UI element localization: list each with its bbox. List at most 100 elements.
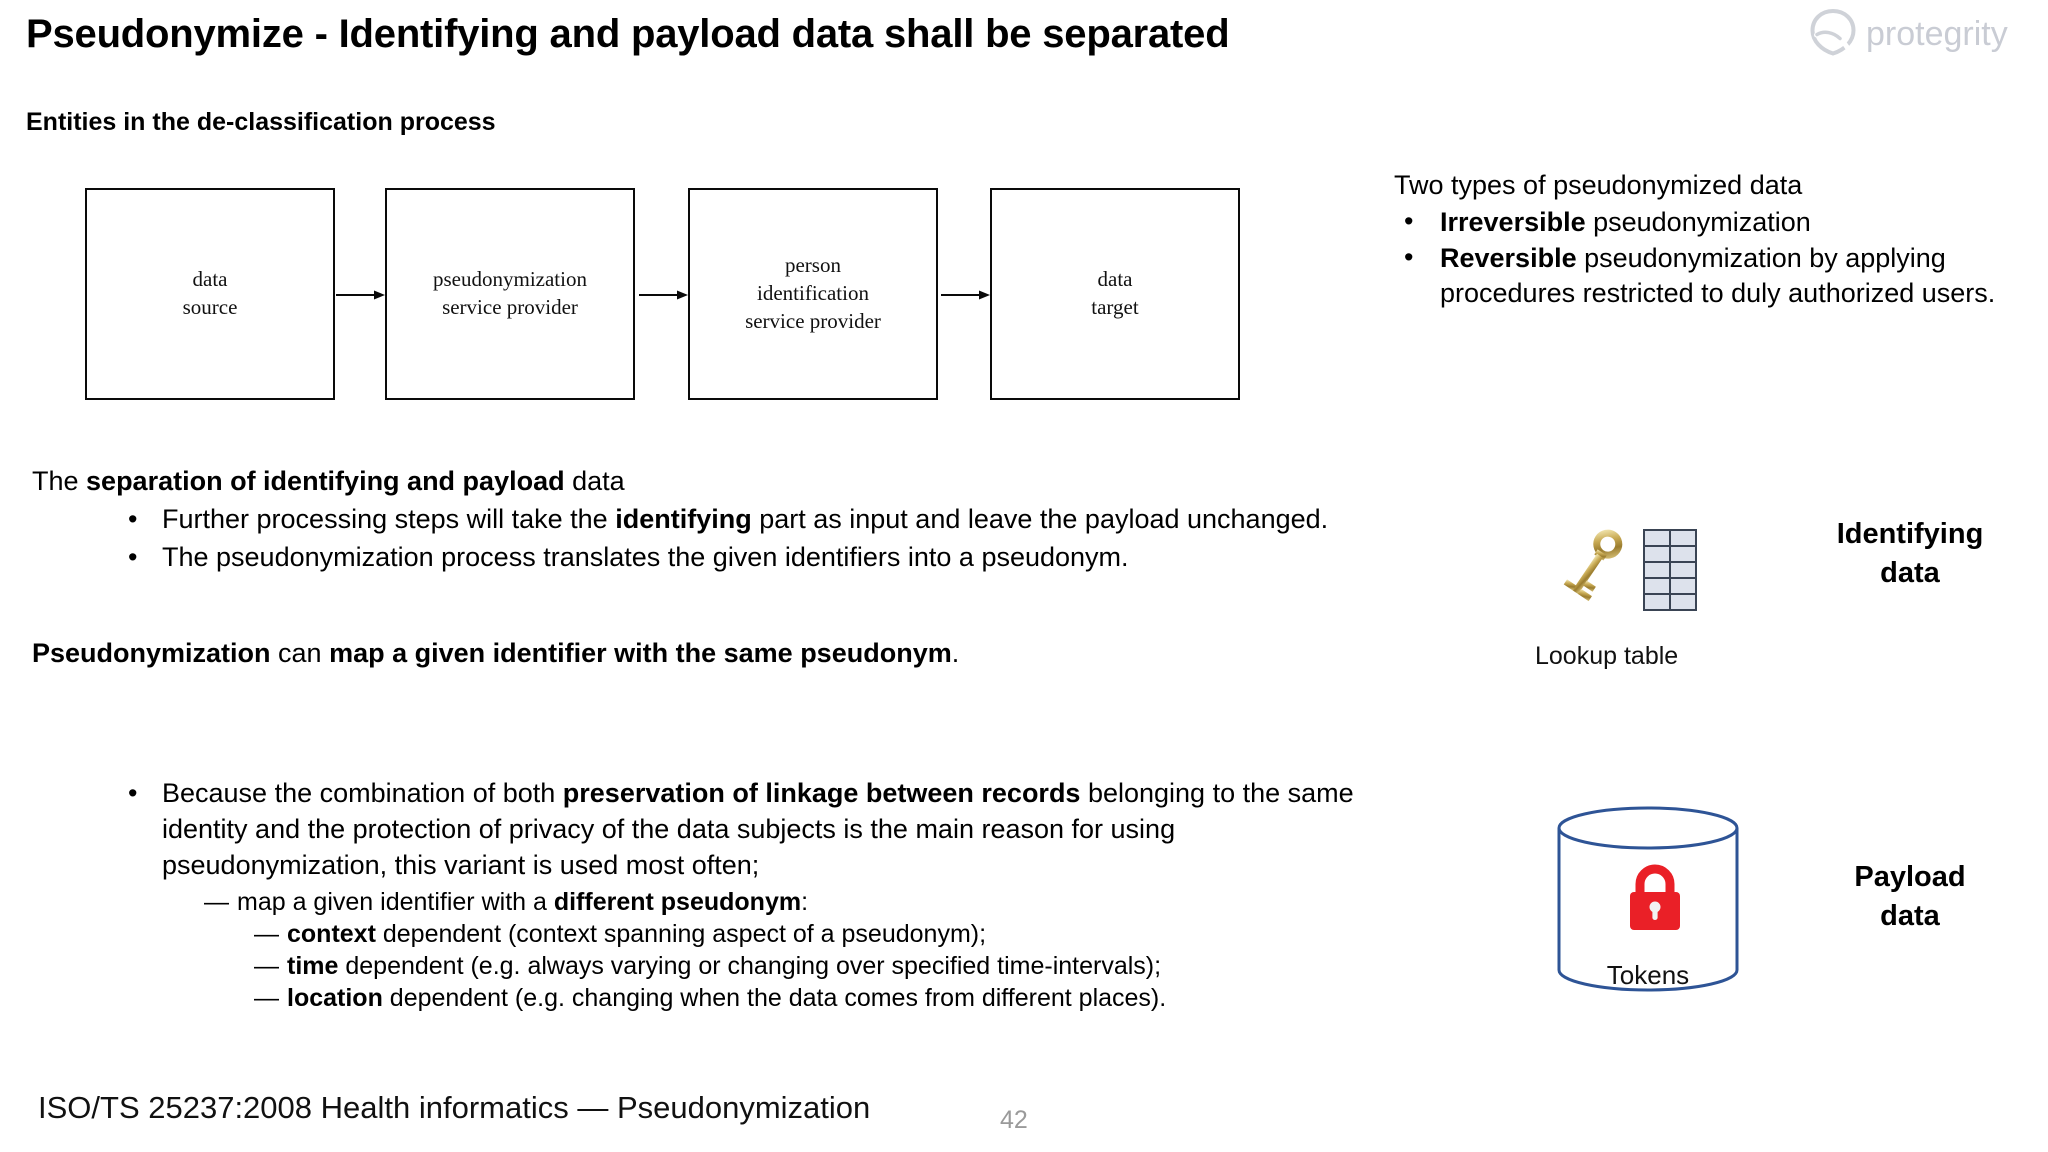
list-item-emphasis: identifying <box>615 503 752 534</box>
list-item-text: Further processing steps will take the <box>162 503 616 534</box>
flow-box-person-identification-service-provider: person identification service provider <box>688 188 938 400</box>
protegrity-logo: protegrity <box>1808 6 2036 62</box>
list-item: • The pseudonymization process translates… <box>32 542 1372 574</box>
separation-lead-emphasis: separation of identifying and payload <box>86 466 565 496</box>
table-cell <box>1671 579 1695 593</box>
map-line-list: — map a given identifier with a different… <box>32 886 1402 919</box>
table-cell <box>1671 563 1695 577</box>
list-item: — map a given identifier with a different… <box>204 886 1402 919</box>
pseudonymized-types-block: Two types of pseudonymized data •Irrever… <box>1394 168 2014 312</box>
protegrity-shield-icon <box>1808 7 1858 62</box>
table-cell <box>1645 579 1669 593</box>
mapping-statement-text: can <box>270 638 330 668</box>
list-item: — context dependent (context spanning asp… <box>254 918 1402 950</box>
list-item-text: The pseudonymization process translates … <box>162 541 1129 572</box>
identifying-data-label: Identifying data <box>1785 515 2035 592</box>
separation-list: •Further processing steps will take the … <box>32 504 1372 574</box>
table-cell <box>1671 595 1695 609</box>
flow-box-label-line: data <box>1097 267 1133 292</box>
list-item-text: : <box>801 887 809 916</box>
key-icon <box>1553 523 1629 620</box>
payload-data-label: Payload data <box>1785 858 2035 935</box>
flow-box-label-line: pseudonymization <box>433 267 587 292</box>
list-item-text: map a given identifier with a <box>237 887 554 916</box>
payload-data-label-line: data <box>1880 899 1940 932</box>
lock-icon <box>1624 862 1686 939</box>
dash-glyph: — <box>254 984 279 1013</box>
separation-lead-pre: The <box>32 466 87 496</box>
payload-data-group: Tokens Payload data <box>1535 800 2035 992</box>
table-cell <box>1671 531 1695 545</box>
bullet-glyph: • <box>1404 206 1414 237</box>
page-title: Pseudonymize - Identifying and payload d… <box>26 12 1230 56</box>
lookup-table-caption: Lookup table <box>1535 642 1679 670</box>
tokens-caption: Tokens <box>1606 960 1690 990</box>
list-item-emphasis: different pseudonym <box>553 887 802 916</box>
flow-box-data-source: data source <box>85 188 335 400</box>
reason-pre: Because the combination of both <box>162 778 563 808</box>
flow-box-label-line: service provider <box>442 295 578 319</box>
list-item-text: pseudonymization by applying procedures … <box>1440 243 1996 309</box>
dash-glyph: — <box>254 920 279 949</box>
list-item: — time dependent (e.g. always varying or … <box>254 950 1402 982</box>
dash-glyph: — <box>254 952 279 981</box>
list-item-text: pseudonymization <box>1585 207 1811 238</box>
list-item: •Further processing steps will take the … <box>32 504 1372 536</box>
dash-glyph: — <box>204 887 229 916</box>
flow-box-label-line: service provider <box>745 308 881 333</box>
flow-box-label-line: identification <box>757 281 869 306</box>
list-item-text: dependent (context spanning aspect of a … <box>375 920 987 949</box>
list-item: •Irreversible pseudonymization <box>1394 205 2014 240</box>
list-item-emphasis: location <box>287 984 383 1013</box>
separation-lead: The separation of identifying and payloa… <box>32 466 1372 498</box>
flow-box-label-line: target <box>1091 295 1139 319</box>
list-item-emphasis: context <box>287 920 376 949</box>
list-item-emphasis: time <box>287 952 339 981</box>
table-cell <box>1645 563 1669 577</box>
pseudonymized-types-lead: Two types of pseudonymized data <box>1394 170 1803 200</box>
flow-box-label-line: person <box>784 253 841 278</box>
bullet-glyph: • <box>128 778 138 808</box>
mapping-statement: Pseudonymization can map a given identif… <box>32 638 1372 670</box>
flow-box-label-line: source <box>182 295 238 319</box>
flow-box-label-line: data <box>192 267 228 292</box>
pseudonymized-types-list: •Irreversible pseudonymization • Reversib… <box>1394 205 2014 311</box>
process-flow-diagram: data source pseudonymization service pro… <box>85 188 1245 402</box>
reason-block: • Because the combination of both preser… <box>32 775 1402 1014</box>
arrow-right-icon <box>941 288 991 300</box>
arrow-right-icon <box>336 288 386 300</box>
reason-paragraph: Because the combination of both preserva… <box>32 775 1402 884</box>
flow-box-pseudonymization-service-provider: pseudonymization service provider <box>385 188 635 400</box>
table-cell <box>1645 595 1669 609</box>
list-item: • Reversible pseudonymization by applying… <box>1394 241 2014 311</box>
separation-lead-post: data <box>564 466 625 496</box>
bullet-glyph: • <box>128 503 138 534</box>
bullet-glyph: • <box>128 541 138 572</box>
reason-post: belonging to the same identity and the p… <box>162 778 1354 881</box>
payload-data-label-line: Payload <box>1854 861 1966 893</box>
bullet-glyph: • <box>1404 242 1414 273</box>
mapping-statement-emphasis: map a given identifier with the same pse… <box>329 638 952 668</box>
list-item-text: dependent (e.g. always varying or changi… <box>338 952 1162 981</box>
source-citation: ISO/TS 25237:2008 Health informatics — P… <box>38 1090 871 1125</box>
list-item-emphasis: Reversible <box>1440 243 1577 274</box>
separation-block: The separation of identifying and payloa… <box>32 466 1372 574</box>
arrow-right-icon <box>639 288 689 300</box>
table-cell <box>1645 531 1669 545</box>
lookup-table-icon <box>1643 529 1697 611</box>
identifying-data-group: Lookup table Identifying data <box>1535 515 2035 675</box>
table-cell <box>1671 547 1695 561</box>
page-number: 42 <box>1000 1106 1028 1134</box>
identifying-data-label-line: Identifying <box>1836 518 1984 550</box>
list-item-text: dependent (e.g. changing when the data c… <box>382 984 1167 1013</box>
section-subtitle: Entities in the de-classification proces… <box>26 108 496 136</box>
protegrity-wordmark: protegrity <box>1866 15 2008 53</box>
list-item-text: part as input and leave the payload unch… <box>751 503 1329 534</box>
identifying-data-label-line: data <box>1880 556 1940 589</box>
dependency-list: — context dependent (context spanning asp… <box>32 918 1402 1014</box>
table-cell <box>1645 547 1669 561</box>
flow-box-data-target: data target <box>990 188 1240 400</box>
list-item: — location dependent (e.g. changing when … <box>254 982 1402 1014</box>
mapping-statement-emphasis: Pseudonymization <box>32 638 271 668</box>
